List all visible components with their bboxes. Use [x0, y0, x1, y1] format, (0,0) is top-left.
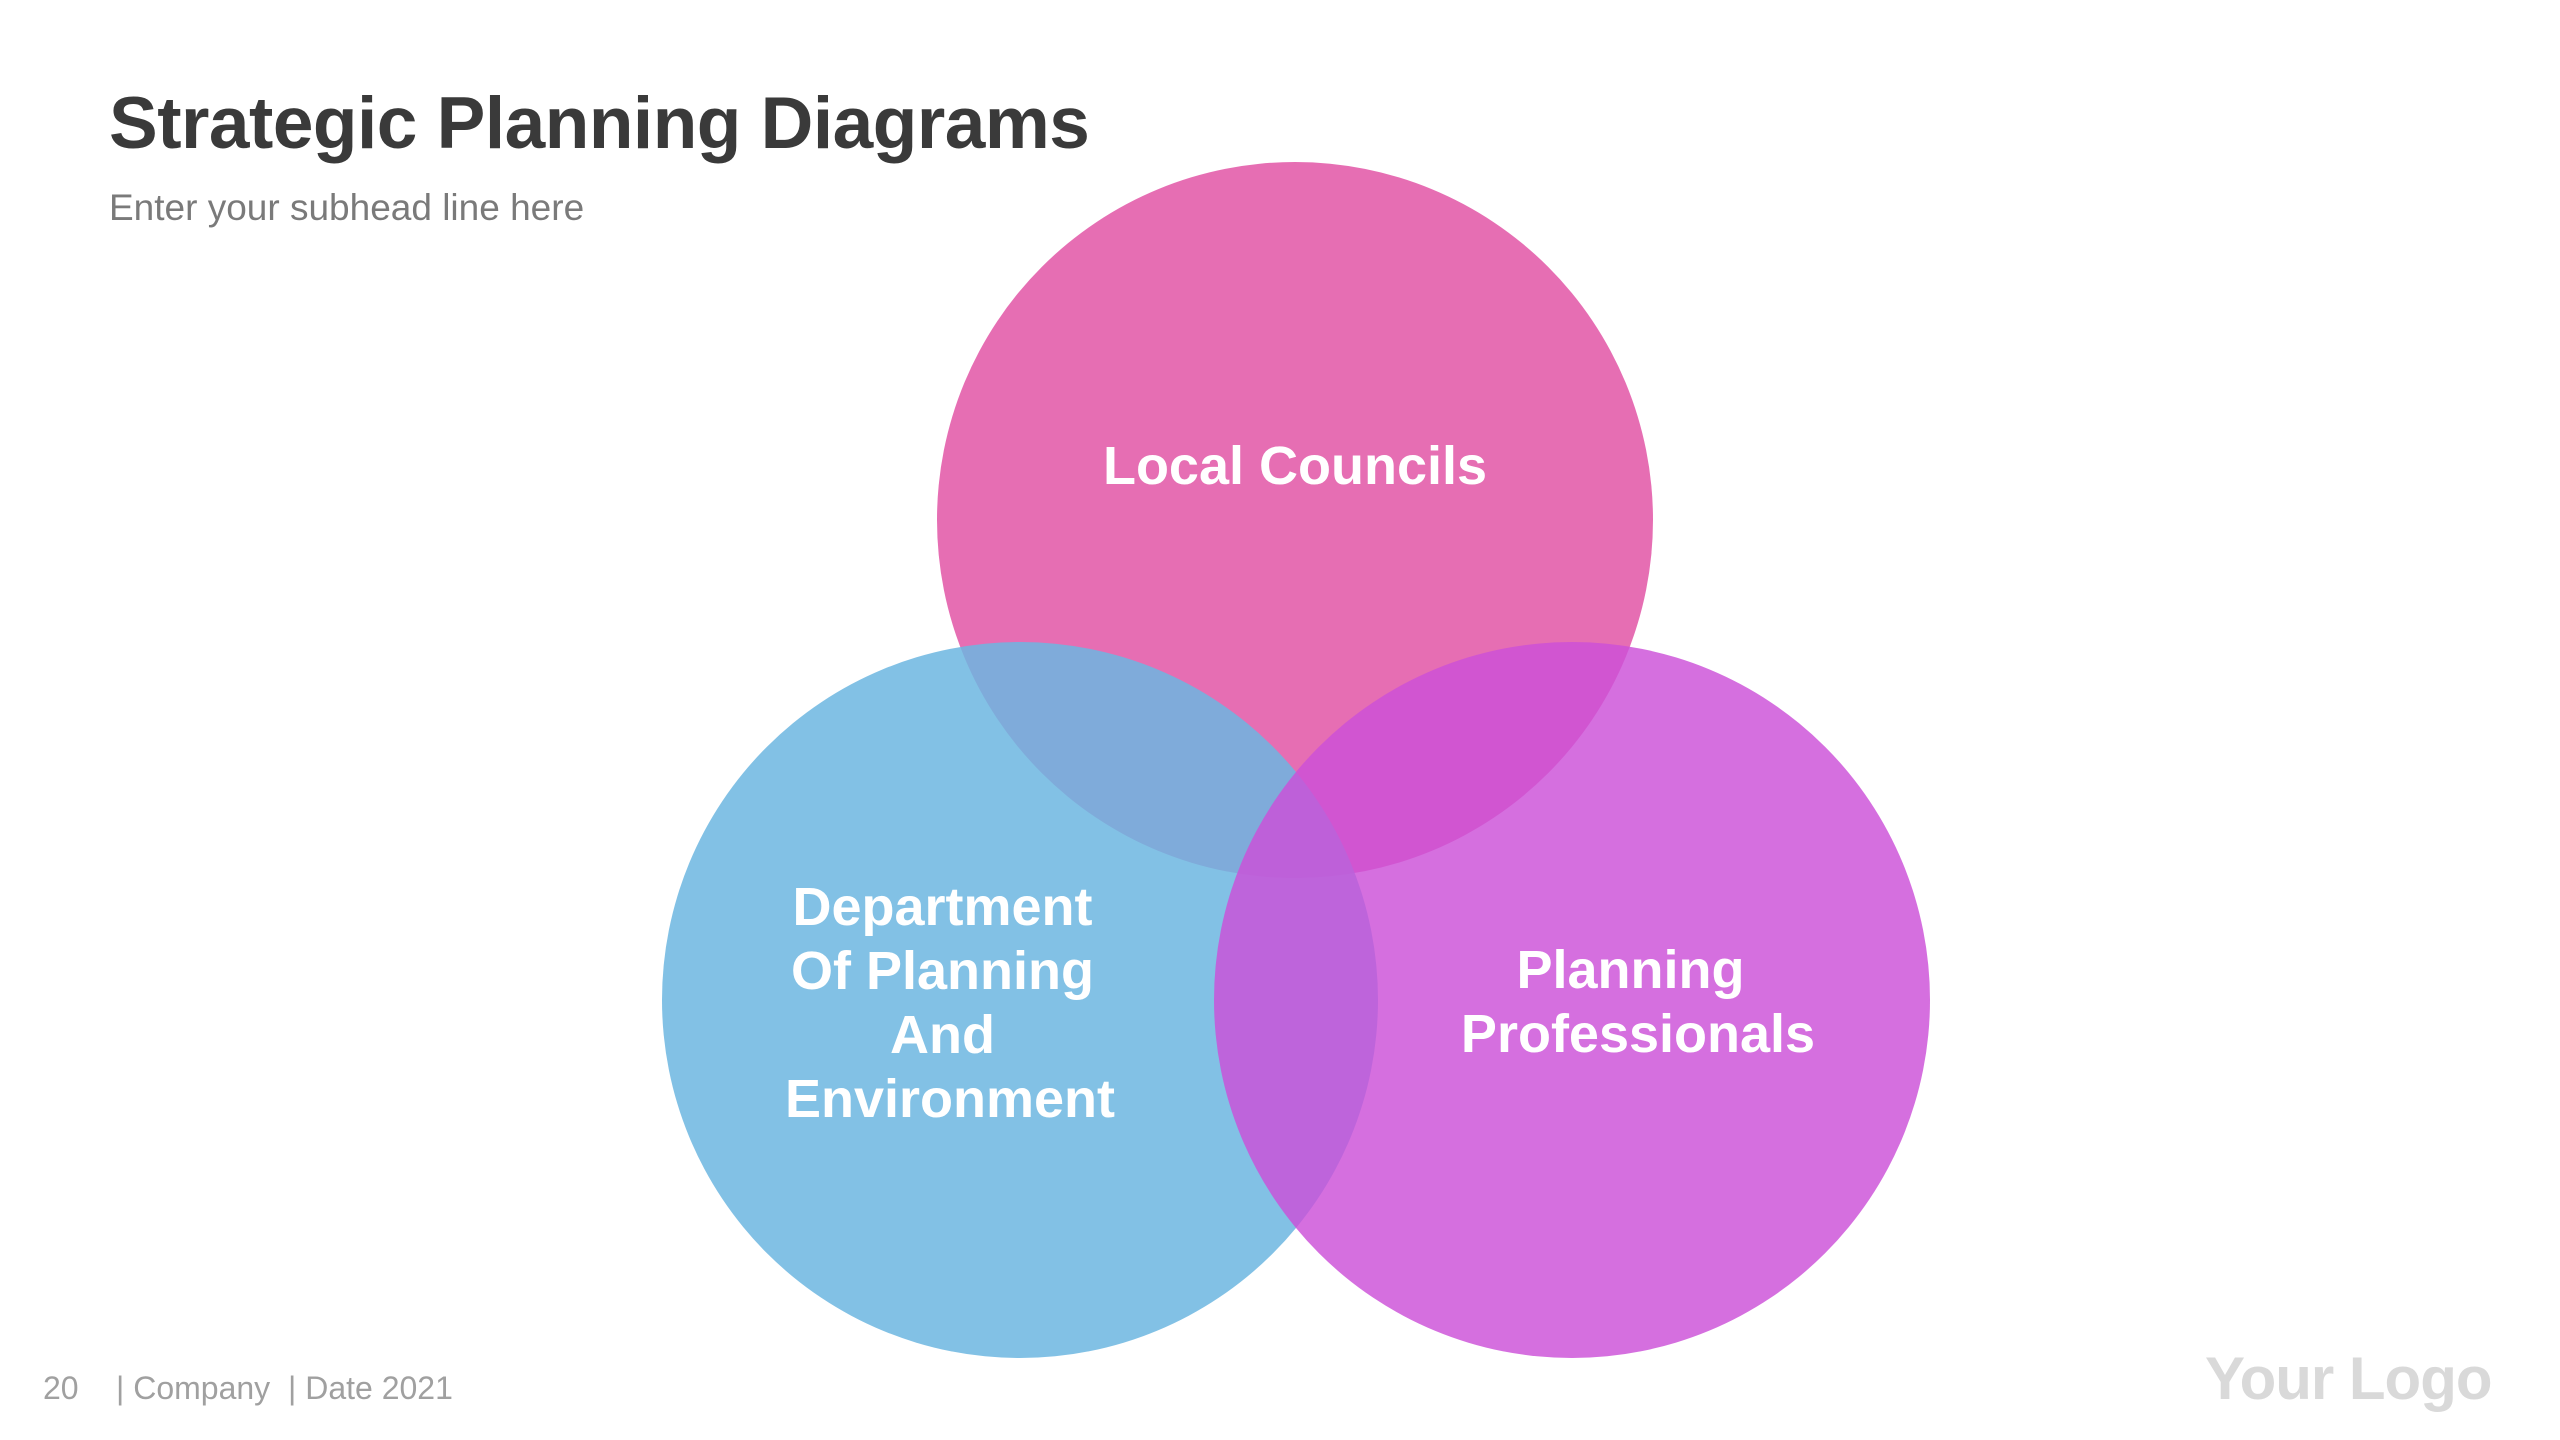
label-department-line-1: Department: [792, 877, 1092, 937]
circle-department-planning[interactable]: [662, 642, 1378, 1358]
label-local-councils: Local Councils: [1103, 436, 1487, 496]
page-subtitle: Enter your subhead line here: [109, 187, 585, 228]
label-professionals-line-1: Planning: [1516, 940, 1744, 1000]
label-department-line-2: Of Planning: [791, 941, 1094, 1001]
label-professionals-line-2: Professionals: [1461, 1004, 1815, 1064]
label-department-line-3: And: [890, 1005, 995, 1065]
page-title: Strategic Planning Diagrams: [109, 83, 1090, 164]
company-logo: Your Logo: [2205, 1345, 2492, 1412]
label-planning-professionals: Planning Professionals: [1461, 940, 1815, 1064]
label-local-councils-line-1: Local Councils: [1103, 436, 1487, 496]
footer-company: | Company: [116, 1370, 271, 1406]
page-number: 20: [43, 1370, 79, 1406]
label-department-planning: Department Of Planning And Environment: [785, 877, 1115, 1129]
circle-planning-professionals[interactable]: [1214, 642, 1930, 1358]
footer-date: | Date 2021: [288, 1370, 453, 1406]
label-department-line-4: Environment: [785, 1069, 1115, 1129]
